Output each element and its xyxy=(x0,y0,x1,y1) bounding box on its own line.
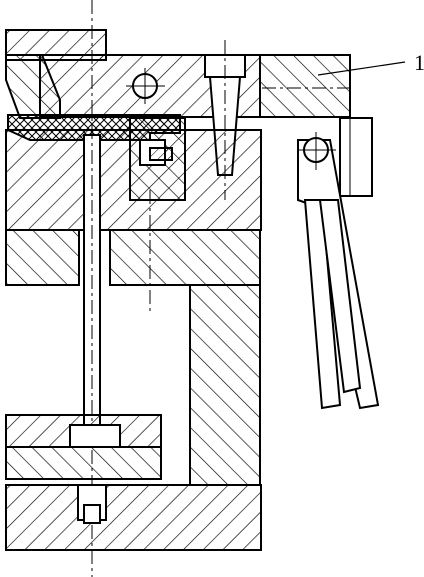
support-plate xyxy=(5,229,261,286)
callout-label-1: 1 xyxy=(414,50,424,75)
ejector-retainer-plate xyxy=(5,414,162,448)
ejector-plate xyxy=(5,446,162,480)
moving-mold-plate xyxy=(5,117,262,315)
lifter-arms xyxy=(297,132,380,410)
side-bracket xyxy=(339,117,373,197)
spacer-block xyxy=(189,284,261,486)
slide-guide-block xyxy=(259,54,351,118)
callout-leader-line xyxy=(317,61,406,76)
bottom-clamp-plate xyxy=(5,484,262,551)
